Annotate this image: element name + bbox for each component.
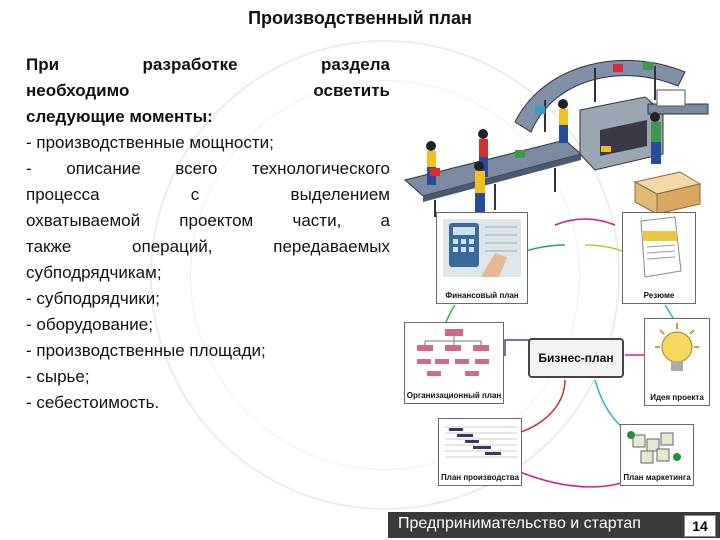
org-chart-icon: [417, 329, 489, 376]
marketing-plan-label: План маркетинга: [623, 473, 691, 482]
slide-title: Производственный план: [248, 8, 472, 28]
body-line: процесса с выделением: [26, 185, 390, 204]
body-line: - производственные площади;: [26, 341, 266, 360]
body-line: - сырье;: [26, 367, 90, 386]
resume-card: Резюме: [622, 212, 696, 304]
production-conveyor-illustration: [403, 60, 709, 217]
puzzle-pieces-icon: [627, 431, 681, 464]
body-line: охватываемой проектом части, а: [26, 211, 390, 230]
marketing-plan-card: План маркетинга: [620, 424, 694, 486]
body-line: - себестоимость.: [26, 393, 160, 412]
production-plan-card: План производства: [438, 418, 522, 486]
intro-line: необходимо осветить: [26, 81, 390, 100]
intro-line: следующие моменты:: [26, 107, 213, 126]
footer-bar: Предпринимательство и стартап 14: [388, 512, 720, 538]
footer-title: Предпринимательство и стартап: [398, 515, 641, 532]
finance-plan-card: Финансовый план: [436, 212, 528, 304]
body-line: субподрядчикам;: [26, 263, 162, 282]
intro-line: При разработке раздела: [26, 55, 390, 74]
page-number: 14: [684, 515, 716, 537]
lightbulb-icon: [655, 323, 699, 371]
body-line: - описание всего технологического: [26, 159, 390, 178]
business-plan-node: Бизнес-план: [528, 338, 624, 378]
body-line: - производственные мощности;: [26, 133, 274, 152]
background-seal-inner-ring: [190, 80, 580, 470]
body-line: также операций, передаваемых: [26, 237, 390, 256]
resume-label: Резюме: [643, 291, 675, 300]
gantt-chart-icon: [445, 426, 517, 458]
project-idea-card: Идея проекта: [644, 318, 710, 406]
body-line: - оборудование;: [26, 315, 153, 334]
body-text: При разработке раздела необходимо освети…: [26, 52, 390, 416]
project-idea-label: Идея проекта: [650, 393, 704, 402]
background-seal-watermark: [150, 40, 620, 510]
org-plan-label: Организационный план: [406, 391, 502, 400]
production-plan-label: План производства: [440, 473, 520, 482]
org-plan-card: Организационный план: [404, 322, 504, 404]
body-line: - субподрядчики;: [26, 289, 160, 308]
document-icon: [640, 216, 682, 278]
calculator-hand-icon: [443, 219, 521, 277]
finance-plan-label: Финансовый план: [445, 291, 519, 300]
